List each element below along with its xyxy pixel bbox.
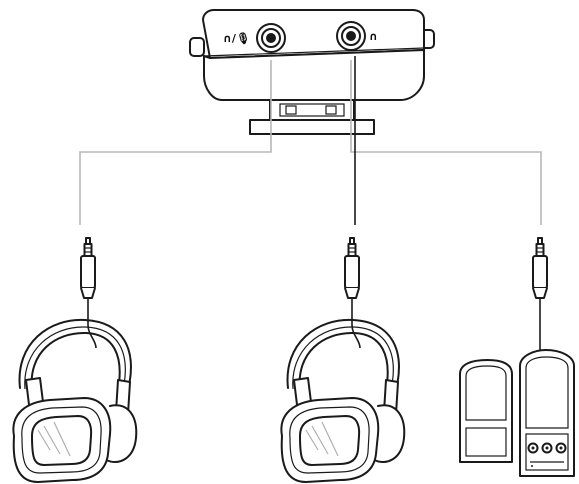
audio-interface: ∩/🎙 ∩ bbox=[189, 9, 435, 135]
headphones-icon bbox=[280, 318, 406, 483]
plug-right bbox=[532, 237, 548, 299]
speakers-icon bbox=[459, 349, 575, 477]
connection-lines bbox=[79, 56, 542, 225]
headset-jack bbox=[256, 23, 286, 53]
plug-left bbox=[80, 237, 96, 299]
plug-middle bbox=[344, 237, 360, 299]
headphones-icon bbox=[12, 318, 138, 483]
headset-port-label: ∩/🎙 bbox=[223, 32, 250, 45]
headphone-jack bbox=[336, 21, 366, 51]
headphone-port-label: ∩ bbox=[369, 30, 378, 43]
